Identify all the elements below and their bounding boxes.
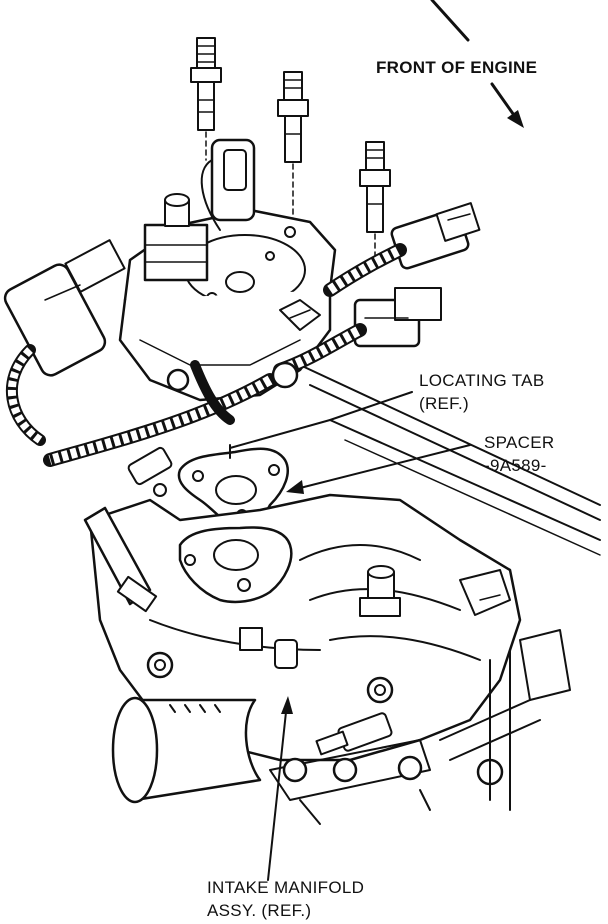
locating-tab-ref-label: (REF.) xyxy=(419,394,469,413)
connector-left xyxy=(3,239,126,377)
engine-rails xyxy=(299,364,601,556)
spacer-part-number: -9A589- xyxy=(484,456,547,475)
spacer-gasket xyxy=(177,444,289,530)
lower-engine xyxy=(111,629,571,825)
intake-manifold-label: INTAKE MANIFOLD xyxy=(207,878,365,897)
leader-locating-tab xyxy=(229,391,413,449)
connector-right-lower xyxy=(353,287,442,348)
intake-manifold-ref-label: ASSY. (REF.) xyxy=(207,901,312,920)
locating-tab-label: LOCATING TAB xyxy=(419,371,545,390)
leader-spacer xyxy=(286,444,471,494)
spacer-label: SPACER xyxy=(484,433,555,452)
intake-manifold xyxy=(83,493,522,762)
wiring-harness xyxy=(6,243,407,467)
leader-intake-manifold xyxy=(267,696,293,881)
stud-center xyxy=(277,71,309,231)
stud-left xyxy=(190,37,222,161)
stud-right xyxy=(359,141,391,263)
connector-right-upper xyxy=(390,202,481,270)
front-of-engine-label: FRONT OF ENGINE xyxy=(376,58,538,77)
front-of-engine-arrow xyxy=(430,0,524,128)
linkage-rod xyxy=(127,446,173,497)
